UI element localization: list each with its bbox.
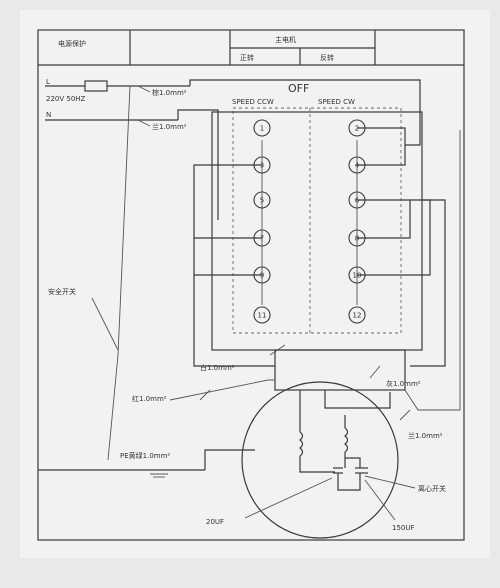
wire-brown-top: 棕1.0mm² <box>152 88 187 97</box>
safety-switch: 安全开关 <box>48 85 131 461</box>
main-winding <box>299 431 304 457</box>
ccw-terminal-1 <box>253 119 271 137</box>
aux-winding <box>344 427 349 453</box>
wire-red: 红1.0mm² <box>132 394 167 403</box>
wire-blue-lower: 兰1.0mm² <box>408 431 443 440</box>
wire-white: 白1.0mm² <box>200 363 235 372</box>
title-left: 电源保护 <box>58 39 86 48</box>
paper-sheet <box>20 10 490 558</box>
cw-label: SPEED CW <box>318 98 355 106</box>
title-block: 电源保护 主电机 正转 反转 <box>38 30 464 66</box>
voltage-label: 220V 50HZ <box>46 95 86 103</box>
motor-circle <box>241 381 399 539</box>
junction-rect <box>274 349 406 391</box>
wire-blue-top: 兰1.0mm² <box>152 122 187 131</box>
switch-state: OFF <box>288 82 309 95</box>
motor: 20UF 150UF 离心开关 <box>206 381 446 539</box>
cap-small-label: 20UF <box>206 518 224 526</box>
title-top: 主电机 <box>275 35 296 44</box>
ccw-terminal-label: 1 <box>260 125 264 133</box>
junction-box: 白1.0mm² 灰1.0mm² 红1.0mm² 兰1.0mm² <box>132 130 461 440</box>
drawing-border <box>37 29 465 541</box>
line-label: L <box>46 78 50 86</box>
ccw-terminal-11 <box>253 306 271 324</box>
centrifugal-label: 离心开关 <box>418 484 446 493</box>
safety-switch-label: 安全开关 <box>48 287 76 296</box>
ccw-terminal-label: 11 <box>258 312 267 320</box>
ccw-label: SPEED CCW <box>232 98 274 106</box>
power-input: L N 220V 50HZ 棕1.0mm² 兰1.0mm² <box>45 78 421 220</box>
switch-housing <box>232 107 402 334</box>
wire-gray: 灰1.0mm² <box>386 379 421 388</box>
wire-ground: PE黄绿1.0mm² <box>120 451 170 460</box>
ground: PE黄绿1.0mm² <box>38 449 255 478</box>
title-cell-a: 正转 <box>240 53 254 62</box>
cw-terminal-label: 12 <box>353 312 362 320</box>
cap-large-label: 150UF <box>392 524 415 532</box>
title-cell-b: 反转 <box>320 53 334 62</box>
neutral-label: N <box>46 111 51 119</box>
cw-terminal-12 <box>348 306 366 324</box>
